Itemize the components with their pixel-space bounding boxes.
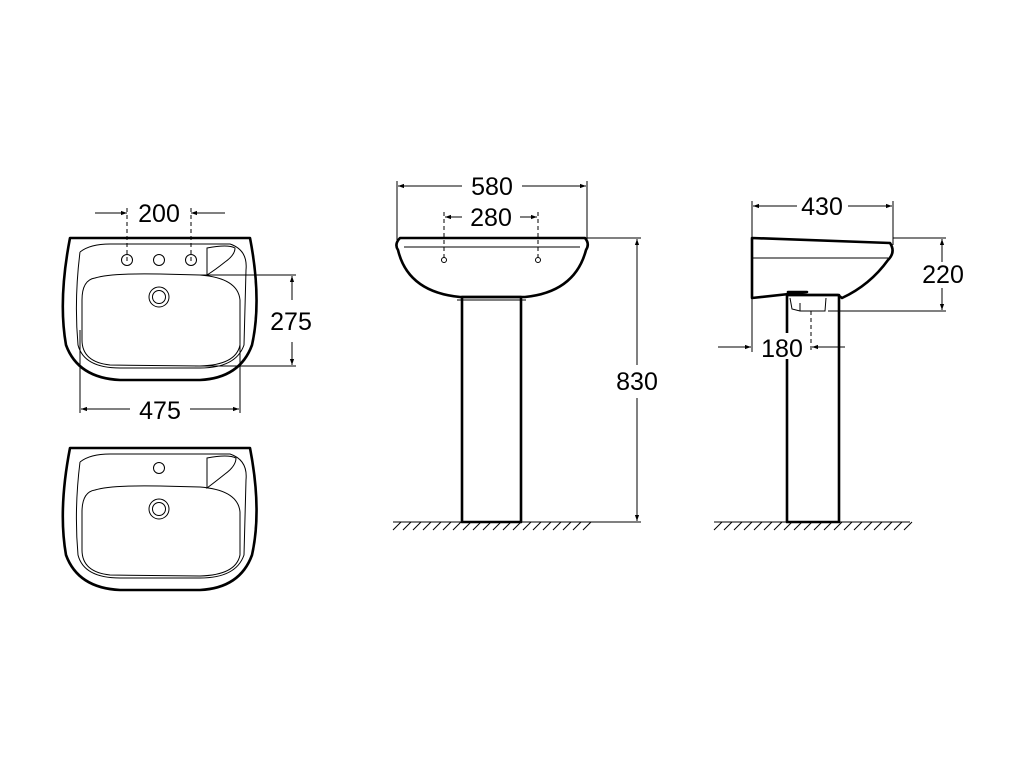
ground-hatch xyxy=(392,521,592,531)
dimension-430: 430 xyxy=(751,193,894,245)
tap-hole xyxy=(185,254,197,266)
front-view-pedestal-basin xyxy=(392,236,592,531)
dimension-label: 580 xyxy=(471,173,513,201)
tap-hole xyxy=(153,462,165,474)
dimension-475: 475 xyxy=(79,330,241,425)
dimension-280: 280 xyxy=(443,204,539,258)
dimension-label: 220 xyxy=(922,261,964,289)
top-view-three-hole-basin xyxy=(61,236,258,382)
dimension-580: 580 xyxy=(396,173,588,240)
dimension-180: 180 xyxy=(718,298,845,363)
dimension-label: 475 xyxy=(139,397,181,425)
dimension-label: 180 xyxy=(761,335,803,363)
dimension-label: 275 xyxy=(270,308,312,336)
dimension-label: 430 xyxy=(801,193,843,221)
ground-hatch xyxy=(713,521,913,531)
tap-hole xyxy=(153,254,165,266)
dimension-275: 275 xyxy=(195,274,312,367)
dimension-label: 200 xyxy=(138,200,180,228)
dimension-830: 830 xyxy=(521,237,658,523)
top-view-one-hole-basin xyxy=(61,446,258,592)
dimension-label: 280 xyxy=(470,204,512,232)
drain xyxy=(148,286,170,308)
dimension-label: 830 xyxy=(616,368,658,396)
tap-hole xyxy=(121,254,133,266)
side-view-pedestal-basin xyxy=(713,236,913,531)
drain xyxy=(148,498,170,520)
dimension-200: 200 xyxy=(95,200,225,262)
dimension-220: 220 xyxy=(828,237,964,312)
